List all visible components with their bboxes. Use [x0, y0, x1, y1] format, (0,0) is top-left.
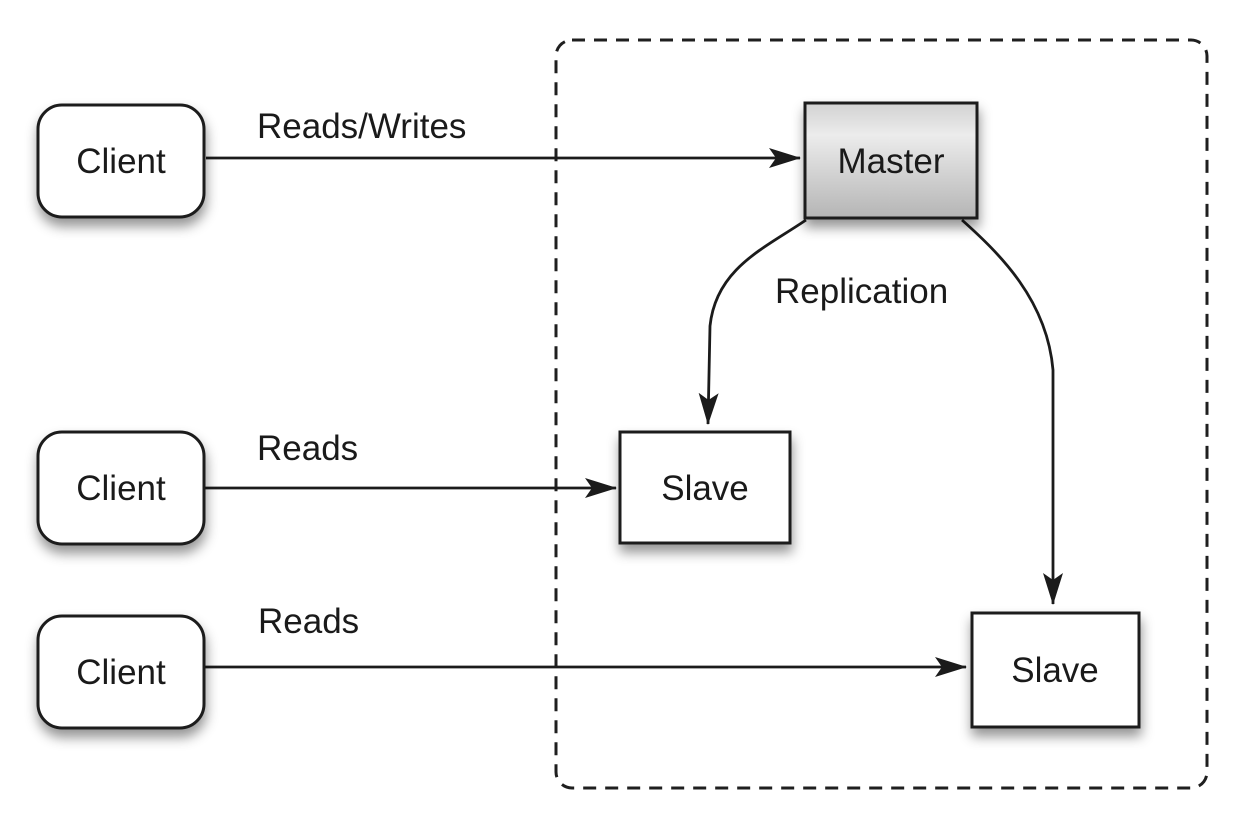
client-3-box — [36, 614, 206, 730]
client-node-1: Client — [36, 103, 206, 219]
edge-client1-to-master: Reads/Writes — [206, 107, 801, 168]
slave-1-box — [618, 430, 792, 545]
reads-label-middle: Reads — [257, 429, 358, 468]
replication-arrow-left — [698, 218, 807, 425]
master-label: Master — [838, 142, 945, 181]
reads-label-bottom: Reads — [258, 602, 359, 641]
client-1-box — [36, 103, 206, 219]
reads-writes-label: Reads/Writes — [257, 107, 466, 146]
edge-client3-to-slave2: Reads — [205, 602, 967, 677]
edge-client2-to-slave1: Reads — [205, 429, 617, 498]
slave-2-label: Slave — [1011, 651, 1099, 690]
slave-node-2: Slave — [970, 611, 1141, 729]
client-node-3: Client — [36, 614, 206, 730]
client-2-box — [36, 430, 206, 546]
client-3-label: Client — [76, 653, 166, 692]
master-box — [803, 101, 979, 220]
replication-label: Replication — [775, 272, 948, 311]
slave-node-1: Slave — [618, 430, 792, 545]
client-1-label: Client — [76, 142, 166, 181]
client-2-label: Client — [76, 469, 166, 508]
replication-boundary — [554, 38, 1209, 790]
slave-2-box — [970, 611, 1141, 729]
replication-arrow-right — [961, 218, 1063, 605]
slave-1-label: Slave — [661, 469, 749, 508]
client-node-2: Client — [36, 430, 206, 546]
edge-master-to-slave1: Replication — [698, 218, 948, 425]
edge-master-to-slave2 — [961, 218, 1063, 605]
master-node: Master — [803, 101, 979, 220]
